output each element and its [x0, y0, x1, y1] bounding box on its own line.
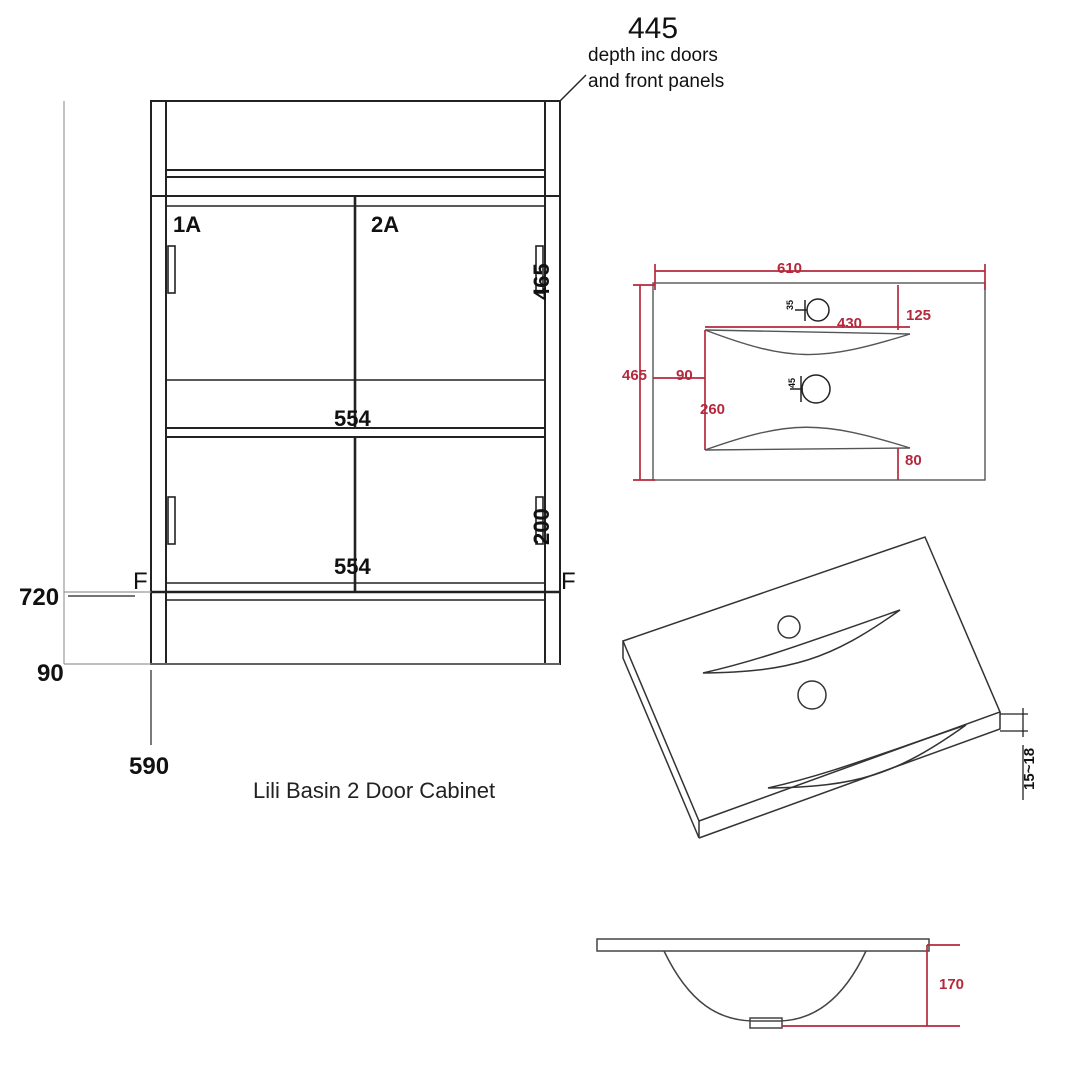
tap-hole-lower-label: 45	[787, 377, 797, 388]
edge-thickness-label: 15~18	[1021, 747, 1038, 790]
basin-bowl-width-label: 430	[837, 315, 863, 332]
basin-plan-dimensions	[633, 264, 986, 481]
depth-note-line-1: depth inc doors	[588, 45, 718, 66]
overall-height-label: 720	[19, 584, 60, 611]
edge-thickness-dimension	[1000, 708, 1028, 800]
basin-section-geometry	[596, 938, 930, 1029]
elevation-dimension-lines	[63, 101, 151, 665]
drawing-caption: Lili Basin 2 Door Cabinet	[253, 778, 496, 803]
lower-door-height-label: 200	[529, 508, 554, 545]
floor-marker-right: F	[561, 568, 576, 595]
basin-width-label: 610	[777, 260, 803, 277]
basin-isometric-geometry	[621, 536, 1002, 839]
lower-door-width-label: 554	[334, 554, 371, 579]
basin-section-dimensions	[782, 944, 960, 1027]
bowl-depth-label: 170	[939, 976, 965, 993]
depth-leader-line	[559, 74, 587, 102]
door-label-1a: 1A	[173, 212, 202, 237]
basin-front-offset-label: 80	[905, 452, 922, 469]
basin-bowl-front-offset-label: 260	[700, 401, 726, 418]
basin-left-offset-label: 90	[676, 367, 693, 384]
plinth-height-label: 90	[37, 660, 64, 687]
tap-hole-symbols	[790, 298, 831, 404]
tap-hole-upper-label: 35	[785, 299, 795, 310]
basin-right-offset-label: 125	[906, 307, 932, 324]
basin-depth-label: 465	[622, 367, 648, 384]
upper-door-width-label: 554	[334, 406, 371, 431]
basin-plan-geometry	[652, 282, 986, 481]
depth-value-label: 445	[628, 12, 679, 45]
depth-note-line-2: and front panels	[588, 71, 725, 92]
upper-door-height-label: 465	[529, 263, 554, 300]
floor-marker-left: F	[133, 568, 148, 595]
door-label-2a: 2A	[371, 212, 400, 237]
overall-width-label: 590	[129, 753, 170, 780]
